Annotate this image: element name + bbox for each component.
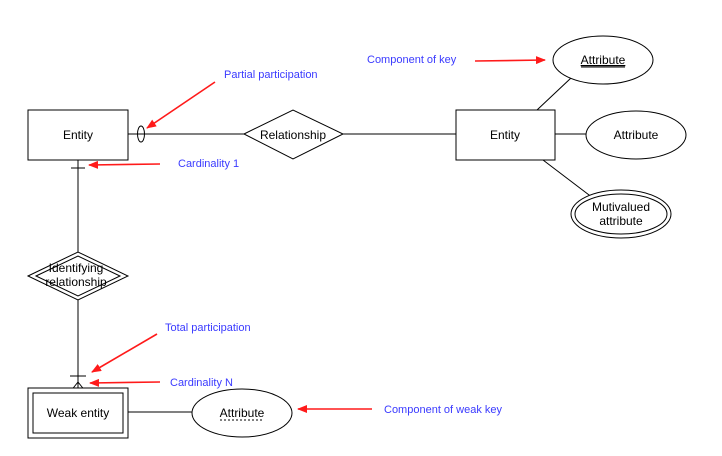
multivalued-attribute: Mutivalued attribute (570, 189, 672, 239)
weak-entity-outer-box (27, 387, 129, 439)
key-attribute: Attribute (552, 35, 654, 85)
entity-left-box (27, 109, 129, 161)
multivalued-label-line1: Mutivalued (592, 200, 650, 214)
annotations: Component of key Partial participation C… (88, 54, 546, 416)
entity-right-label: Entity (490, 128, 520, 142)
arrow-partial-participation (146, 81, 216, 129)
key-attribute-ellipse (552, 35, 654, 85)
annotation-component-of-weak-key: Component of weak key (384, 404, 503, 416)
weak-entity: Weak entity (27, 387, 129, 439)
entity-left: Entity (27, 109, 129, 161)
arrow-component-of-key (474, 56, 546, 65)
entity-right: Entity (455, 109, 556, 161)
arrow-cardinality-1 (88, 160, 161, 169)
entity-left-label: Entity (63, 128, 93, 142)
entity-right-box (455, 109, 556, 161)
weak-entity-label: Weak entity (47, 406, 109, 420)
annotation-component-of-key: Component of key (367, 54, 457, 66)
key-attribute-label: Attribute (581, 53, 626, 67)
arrow-cardinality-n (89, 378, 161, 387)
relationship: Relationship (242, 109, 345, 160)
line-entity-multivalued (542, 159, 594, 199)
annotation-partial-participation: Partial participation (224, 69, 318, 81)
multivalued-label-line2: attribute (599, 214, 643, 228)
identifying-label-line2: relationship (45, 275, 107, 289)
multivalued-inner-ellipse (574, 193, 668, 235)
plain-attribute-ellipse (585, 110, 687, 160)
arrow-total-participation (91, 333, 158, 373)
relationship-diamond (242, 109, 345, 160)
weak-entity-inner-box (32, 392, 124, 434)
line-entity-key-attribute (536, 77, 572, 111)
annotation-cardinality-1: Cardinality 1 (178, 158, 239, 170)
annotation-total-participation: Total participation (165, 322, 251, 334)
identifying-label-line1: Identifying (49, 261, 104, 275)
identifying-relationship: Identifying relationship (26, 251, 130, 301)
connector-lines (77, 77, 594, 413)
weak-attribute-label: Attribute (220, 406, 265, 420)
identifying-inner-diamond (34, 255, 122, 297)
plain-attribute-label: Attribute (614, 128, 659, 142)
identifying-outer-diamond (26, 251, 130, 301)
multivalued-outer-ellipse (570, 189, 672, 239)
weak-attribute-ellipse (191, 388, 293, 438)
weak-key-attribute: Attribute (191, 388, 293, 438)
plain-attribute: Attribute (585, 110, 687, 160)
annotation-cardinality-n: Cardinality N (170, 377, 233, 389)
relationship-label: Relationship (260, 128, 326, 142)
partial-participation-mark (137, 125, 145, 143)
